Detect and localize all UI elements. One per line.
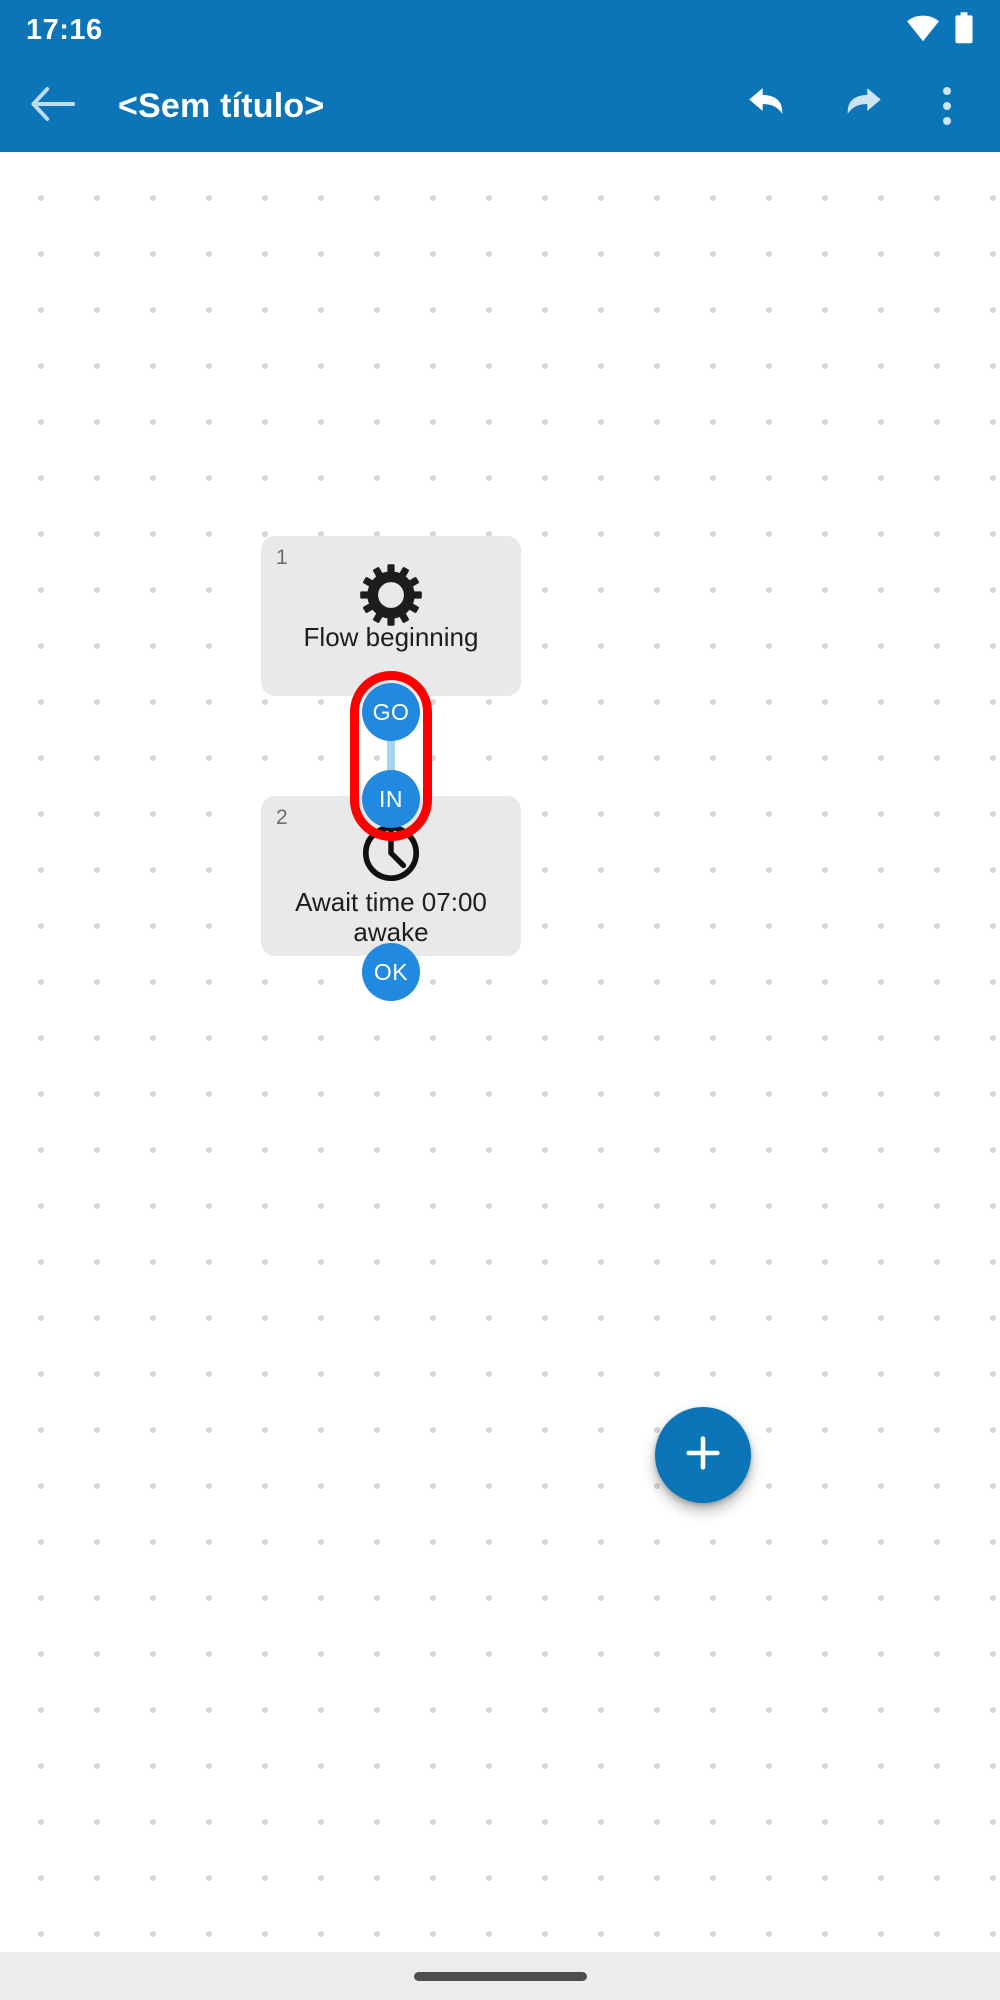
undo-icon bbox=[747, 84, 795, 129]
back-button[interactable] bbox=[22, 75, 84, 137]
app-bar: <Sem título> bbox=[0, 60, 1000, 152]
node-index: 1 bbox=[276, 546, 288, 569]
node-label: Flow beginning bbox=[303, 622, 479, 652]
port-ok[interactable]: OK bbox=[362, 943, 420, 1001]
flow-node-1[interactable]: 1 bbox=[261, 536, 521, 696]
app-bar-actions bbox=[740, 75, 978, 137]
redo-button[interactable] bbox=[828, 75, 890, 137]
port-in[interactable]: IN bbox=[362, 770, 420, 828]
node-index: 2 bbox=[276, 806, 288, 829]
flow-canvas[interactable]: 1 bbox=[0, 152, 1000, 1952]
clock-icon bbox=[261, 822, 521, 884]
redo-icon bbox=[835, 84, 883, 129]
undo-button[interactable] bbox=[740, 75, 802, 137]
gesture-handle[interactable] bbox=[413, 1971, 587, 1981]
port-go[interactable]: GO bbox=[362, 683, 420, 741]
status-bar: 17:16 bbox=[0, 0, 1000, 60]
connector-wire bbox=[387, 736, 395, 776]
gesture-nav-bar bbox=[0, 1952, 1000, 2000]
add-node-fab[interactable] bbox=[655, 1407, 751, 1503]
status-icons bbox=[906, 11, 974, 49]
overflow-menu-icon[interactable] bbox=[916, 75, 978, 137]
node-label: Await time 07:00 awake bbox=[295, 887, 487, 947]
gear-icon bbox=[261, 562, 521, 628]
battery-icon bbox=[954, 11, 974, 49]
plus-icon bbox=[682, 1432, 724, 1479]
page-title: <Sem título> bbox=[118, 86, 325, 125]
back-arrow-icon bbox=[31, 86, 76, 126]
wifi-icon bbox=[906, 14, 940, 47]
status-time: 17:16 bbox=[26, 13, 103, 46]
